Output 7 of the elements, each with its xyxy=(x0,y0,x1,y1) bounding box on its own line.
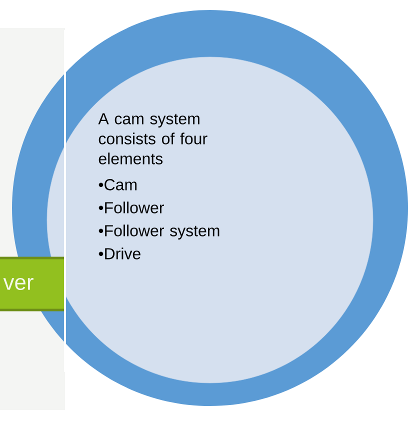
label-bar: ver xyxy=(0,256,64,312)
bullet-item: •Follower system xyxy=(98,224,220,240)
text-circle xyxy=(46,56,374,384)
bullet-item: •Cam xyxy=(98,179,136,190)
bullet-item: •Drive xyxy=(98,248,140,260)
bullet-item: •Follower xyxy=(98,202,164,214)
heading: A cam system consists of four elements xyxy=(98,113,208,164)
